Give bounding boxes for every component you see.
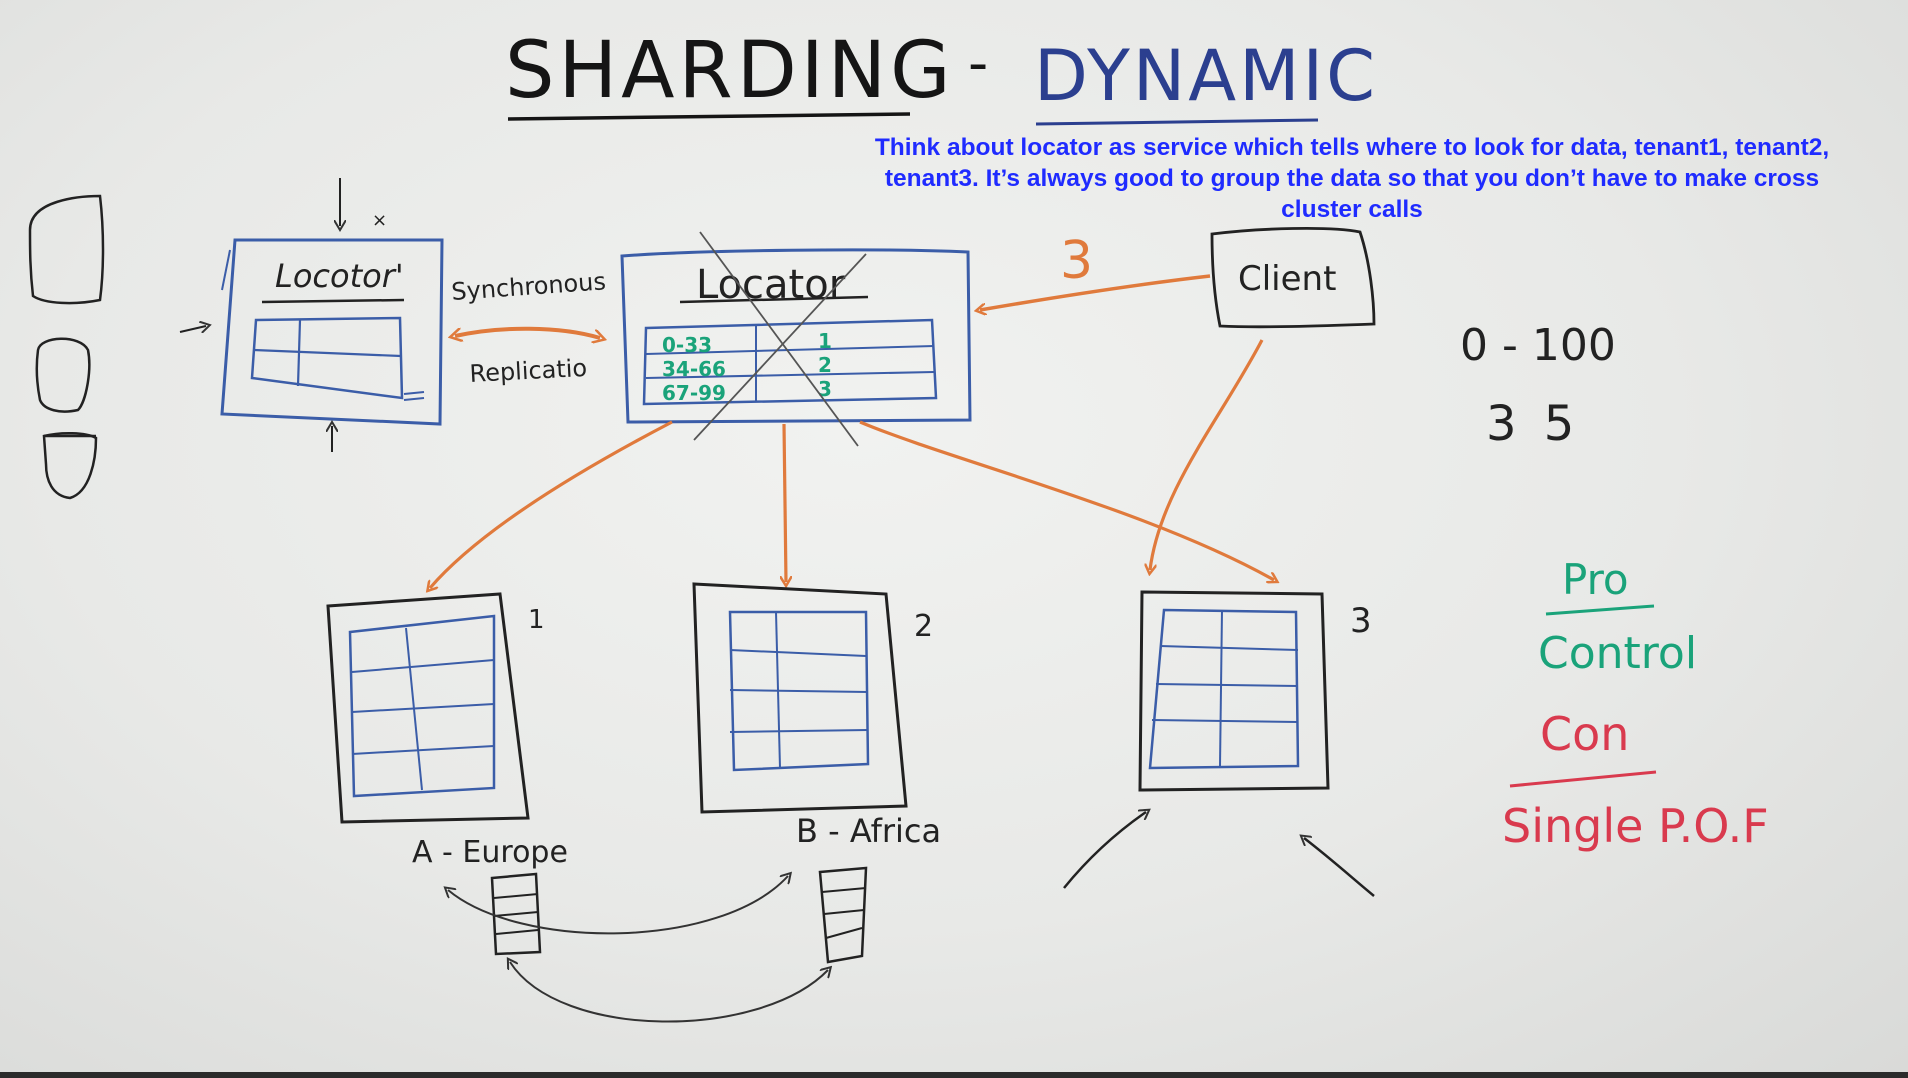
client-request-number: 3	[1060, 231, 1093, 291]
locator-row-2: 34-66 2	[662, 353, 832, 381]
client-to-shard3-arrow	[1150, 339, 1264, 570]
svg-text:×: ×	[372, 210, 387, 231]
title-dash: -	[968, 31, 988, 96]
locator-range-3: 67-99	[662, 381, 726, 405]
replication-label-line2: Replicatio	[469, 354, 588, 388]
bottom-edge	[0, 1072, 1908, 1078]
pro-heading: Pro	[1562, 555, 1629, 604]
replication-link: Synchronous Replicatio	[450, 267, 606, 388]
client-box	[1210, 226, 1376, 329]
locator-row-3: 67-99 3	[662, 377, 832, 405]
shard-3-box	[1138, 590, 1330, 792]
arrow-to-shard-2	[784, 423, 786, 582]
locator-to-shards	[430, 420, 1274, 588]
title: SHARDING - DYNAMIC	[505, 26, 1378, 126]
annotation-text: Think about locator as service which tel…	[874, 134, 1830, 223]
range-note: 0 - 100 3 5	[1460, 320, 1616, 452]
shard-2-number: 2	[914, 609, 933, 644]
title-dynamic: DYNAMIC	[1034, 35, 1378, 117]
locator-crossout-2	[693, 253, 867, 441]
range-value: 3 5	[1486, 396, 1580, 452]
shard-1-number: 1	[528, 605, 545, 635]
locator-range-2: 34-66	[662, 357, 726, 381]
shard-2-table	[728, 610, 870, 772]
locator-shard-1: 1	[818, 329, 832, 353]
shard-3-arrow-right	[1304, 838, 1375, 897]
locator-replica-label: Locotor'	[275, 257, 404, 295]
arc-top	[448, 876, 788, 935]
client-label: Client	[1238, 259, 1336, 299]
locator-replica-box	[220, 238, 444, 426]
title-dynamic-underline	[1035, 118, 1319, 126]
locator-replica: Locotor' ×	[179, 178, 444, 452]
range-text: 0 - 100	[1460, 320, 1616, 371]
shard-1-label: A - Europe	[412, 835, 568, 870]
shard-3-arrow-left	[1063, 812, 1146, 889]
arrow-to-shard-1	[430, 420, 673, 588]
left-sketches	[28, 194, 105, 500]
title-sharding-underline	[507, 112, 911, 121]
shard-1-box	[326, 592, 530, 824]
sketch-shape-1	[28, 194, 105, 305]
locator-shard-2: 2	[818, 353, 832, 377]
locator-range-1: 0-33	[662, 333, 712, 357]
title-sharding: SHARDING	[505, 26, 955, 116]
locator-replica-table	[250, 316, 404, 400]
locator-crossout-1	[699, 231, 859, 447]
locator-box	[620, 248, 972, 424]
replication-label-line1: Synchronous	[450, 267, 606, 306]
replication-arrow	[455, 326, 600, 338]
shard-1-table	[348, 614, 496, 798]
con-text: Single P.O.F	[1502, 799, 1769, 853]
shard-2: 2 B - Africa	[692, 582, 941, 964]
sketch-shape-2	[35, 337, 91, 413]
shard-1: 1 A - Europe	[326, 592, 568, 956]
shard-2-storage	[818, 866, 868, 964]
pro-text: Control	[1538, 628, 1697, 679]
sketch-shape-3	[42, 432, 98, 500]
pros-cons: Pro Control Con Single P.O.F	[1502, 555, 1769, 853]
client: Client 3	[980, 226, 1376, 570]
con-heading: Con	[1540, 707, 1629, 761]
locator: Locator 0-33 1 34-66 2 67-99 3	[620, 231, 972, 447]
client-to-locator-arrow	[980, 274, 1211, 310]
shard-3: 3	[1063, 590, 1375, 897]
shard-3-table	[1148, 608, 1300, 770]
locator-table	[642, 318, 938, 406]
arc-bottom	[510, 962, 828, 1023]
locator-shard-3: 3	[818, 377, 832, 401]
locator-row-1: 0-33 1	[662, 329, 832, 357]
cross-region-arcs	[448, 876, 828, 1023]
arrow-to-shard-3	[859, 420, 1274, 580]
shard-2-box	[692, 582, 908, 814]
shard-2-label: B - Africa	[796, 812, 941, 850]
shard-3-number: 3	[1350, 601, 1372, 641]
